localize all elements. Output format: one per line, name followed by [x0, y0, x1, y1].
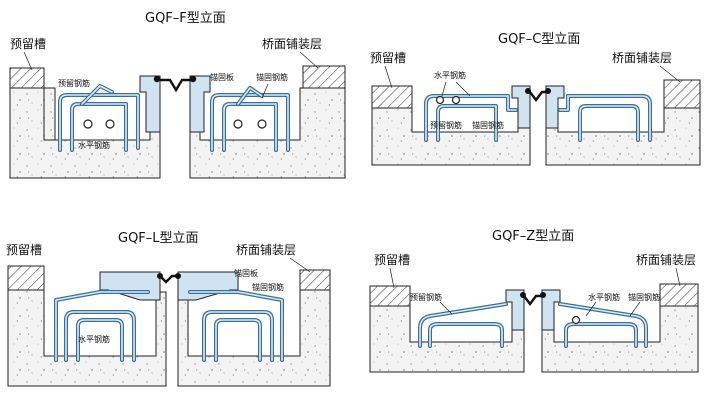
- pavement-right: [302, 65, 346, 89]
- anchor-plate-left: [505, 289, 525, 331]
- pavement-right: [299, 269, 331, 291]
- label-anchor-steel: 锚固钢筋: [628, 292, 660, 302]
- anchor-plate-right: [541, 289, 561, 331]
- label-reserved-steel: 预留钢筋: [430, 120, 462, 130]
- label-reserved-slot: 预留槽: [10, 37, 46, 51]
- rebar-section: [83, 119, 93, 129]
- panel-title: GQF–Z型立面: [492, 229, 574, 244]
- pavement-left: [9, 67, 45, 89]
- anchor-plate-right: [545, 85, 565, 129]
- label-anchor-plate: 锚固板: [210, 72, 234, 82]
- rebar-section: [233, 119, 243, 129]
- panel-gqf-l: GQF–L型立面 预留槽 桥面铺装层 锚固板 锚固钢筋 水平钢筋: [6, 231, 331, 387]
- rebar-section: [435, 95, 445, 105]
- rebar-section: [257, 119, 267, 129]
- label-horizontal-steel: 水平钢筋: [78, 140, 110, 150]
- seal-bulb-right: [540, 292, 546, 298]
- rubber-seal: [529, 90, 546, 102]
- rubber-seal: [523, 294, 542, 306]
- seal-bulb-left: [153, 75, 161, 83]
- label-pavement: 桥面铺装层: [262, 37, 322, 51]
- seal-bulb-right: [175, 273, 181, 279]
- panel-title: GQF–L型立面: [118, 231, 199, 246]
- seal-bulb-right: [545, 88, 551, 94]
- label-horizontal-steel: 水平钢筋: [434, 70, 466, 80]
- seal-bulb-left: [525, 88, 531, 94]
- seal-bulb-right: [189, 75, 197, 83]
- panel-gqf-z: GQF–Z型立面 预留槽 桥面铺装层 预留钢筋 水平钢筋 锚固钢筋: [369, 229, 699, 373]
- anchor-plate-right: [189, 75, 211, 133]
- pavement-left: [369, 285, 411, 307]
- label-anchor-plate: 锚固板: [234, 268, 258, 278]
- seal-bulb-left: [157, 273, 163, 279]
- label-pavement: 桥面铺装层: [236, 243, 296, 257]
- label-anchor-steel: 锚固钢筋: [256, 72, 288, 82]
- label-reserved-steel: 预留钢筋: [410, 292, 442, 302]
- rubber-seal: [160, 78, 190, 93]
- panel-title: GQF–C型立面: [498, 32, 580, 47]
- rebar-section: [451, 95, 461, 105]
- panel-title: GQF–F型立面: [145, 11, 226, 26]
- panel-gqf-c: GQF–C型立面 预留槽 桥面铺装层 水平钢筋 预留钢筋 锚固钢筋: [370, 32, 701, 166]
- label-horizontal-steel: 水平钢筋: [78, 334, 110, 344]
- pavement-left: [371, 85, 413, 109]
- label-pavement: 桥面铺装层: [612, 51, 672, 65]
- label-anchor-steel: 锚固钢筋: [252, 282, 284, 292]
- pavement-right: [659, 283, 699, 307]
- label-reserved-slot: 预留槽: [6, 243, 42, 257]
- anchor-plate-left: [139, 75, 161, 133]
- anchor-plate-left: [511, 85, 531, 129]
- label-reserved-slot: 预留槽: [370, 51, 406, 65]
- label-anchor-steel: 锚固钢筋: [472, 120, 504, 130]
- label-reserved-steel: 预留钢筋: [58, 78, 90, 88]
- pavement-right: [663, 79, 701, 109]
- seal-bulb-left: [520, 292, 526, 298]
- panel-gqf-f: GQF–F型立面 预留槽 桥面铺装层: [9, 11, 346, 179]
- anchor-plate-right: [177, 271, 239, 301]
- label-horizontal-steel: 水平钢筋: [588, 292, 620, 302]
- rebar-section: [571, 315, 581, 325]
- label-pavement: 桥面铺装层: [636, 253, 696, 267]
- label-reserved-slot: 预留槽: [374, 253, 410, 267]
- rebar-section: [105, 119, 115, 129]
- concrete-right: [177, 289, 331, 387]
- anchor-plate-left: [99, 271, 161, 301]
- pavement-left: [7, 265, 45, 291]
